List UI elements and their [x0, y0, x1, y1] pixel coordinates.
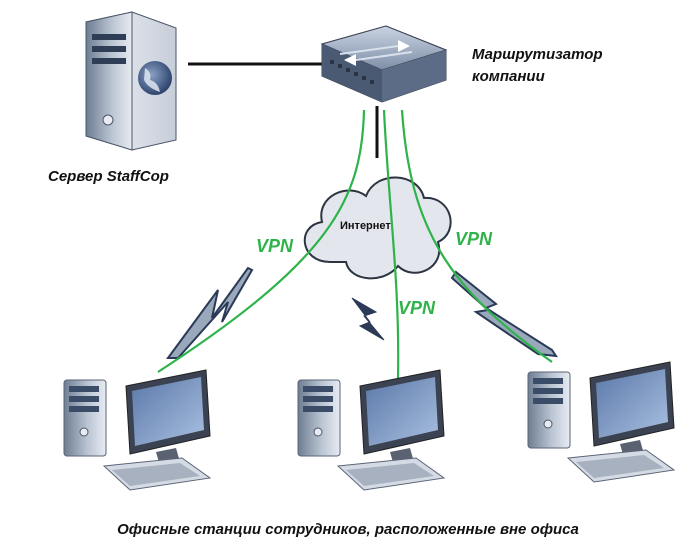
cloud-label: Интернет — [340, 220, 391, 232]
vpn-tunnel-left — [157, 109, 366, 373]
bottom-caption: Офисные станции сотрудников, расположенн… — [117, 521, 579, 538]
vpn-tunnel-right — [400, 109, 553, 363]
vpn-label-middle: VPN — [398, 298, 436, 318]
bolt-right-icon — [450, 270, 559, 358]
router-label-line2: компании — [472, 68, 545, 85]
vpn-tunnel-middle — [382, 109, 400, 379]
server-icon — [85, 11, 177, 151]
router-icon — [320, 25, 448, 103]
server-label: Сервер StaffCop — [48, 168, 169, 185]
vpn-label-right: VPN — [455, 229, 493, 249]
workstation-middle-icon — [297, 369, 445, 491]
workstation-right-icon — [527, 361, 675, 483]
router-label: Маршрутизатор компании — [472, 44, 603, 88]
bolt-left-icon — [166, 266, 254, 359]
router-label-line1: Маршрутизатор — [472, 46, 603, 63]
cloud-icon — [303, 176, 452, 280]
bolt-middle-icon — [351, 297, 385, 341]
workstation-left-icon — [63, 369, 211, 491]
vpn-label-left: VPN — [256, 236, 294, 256]
